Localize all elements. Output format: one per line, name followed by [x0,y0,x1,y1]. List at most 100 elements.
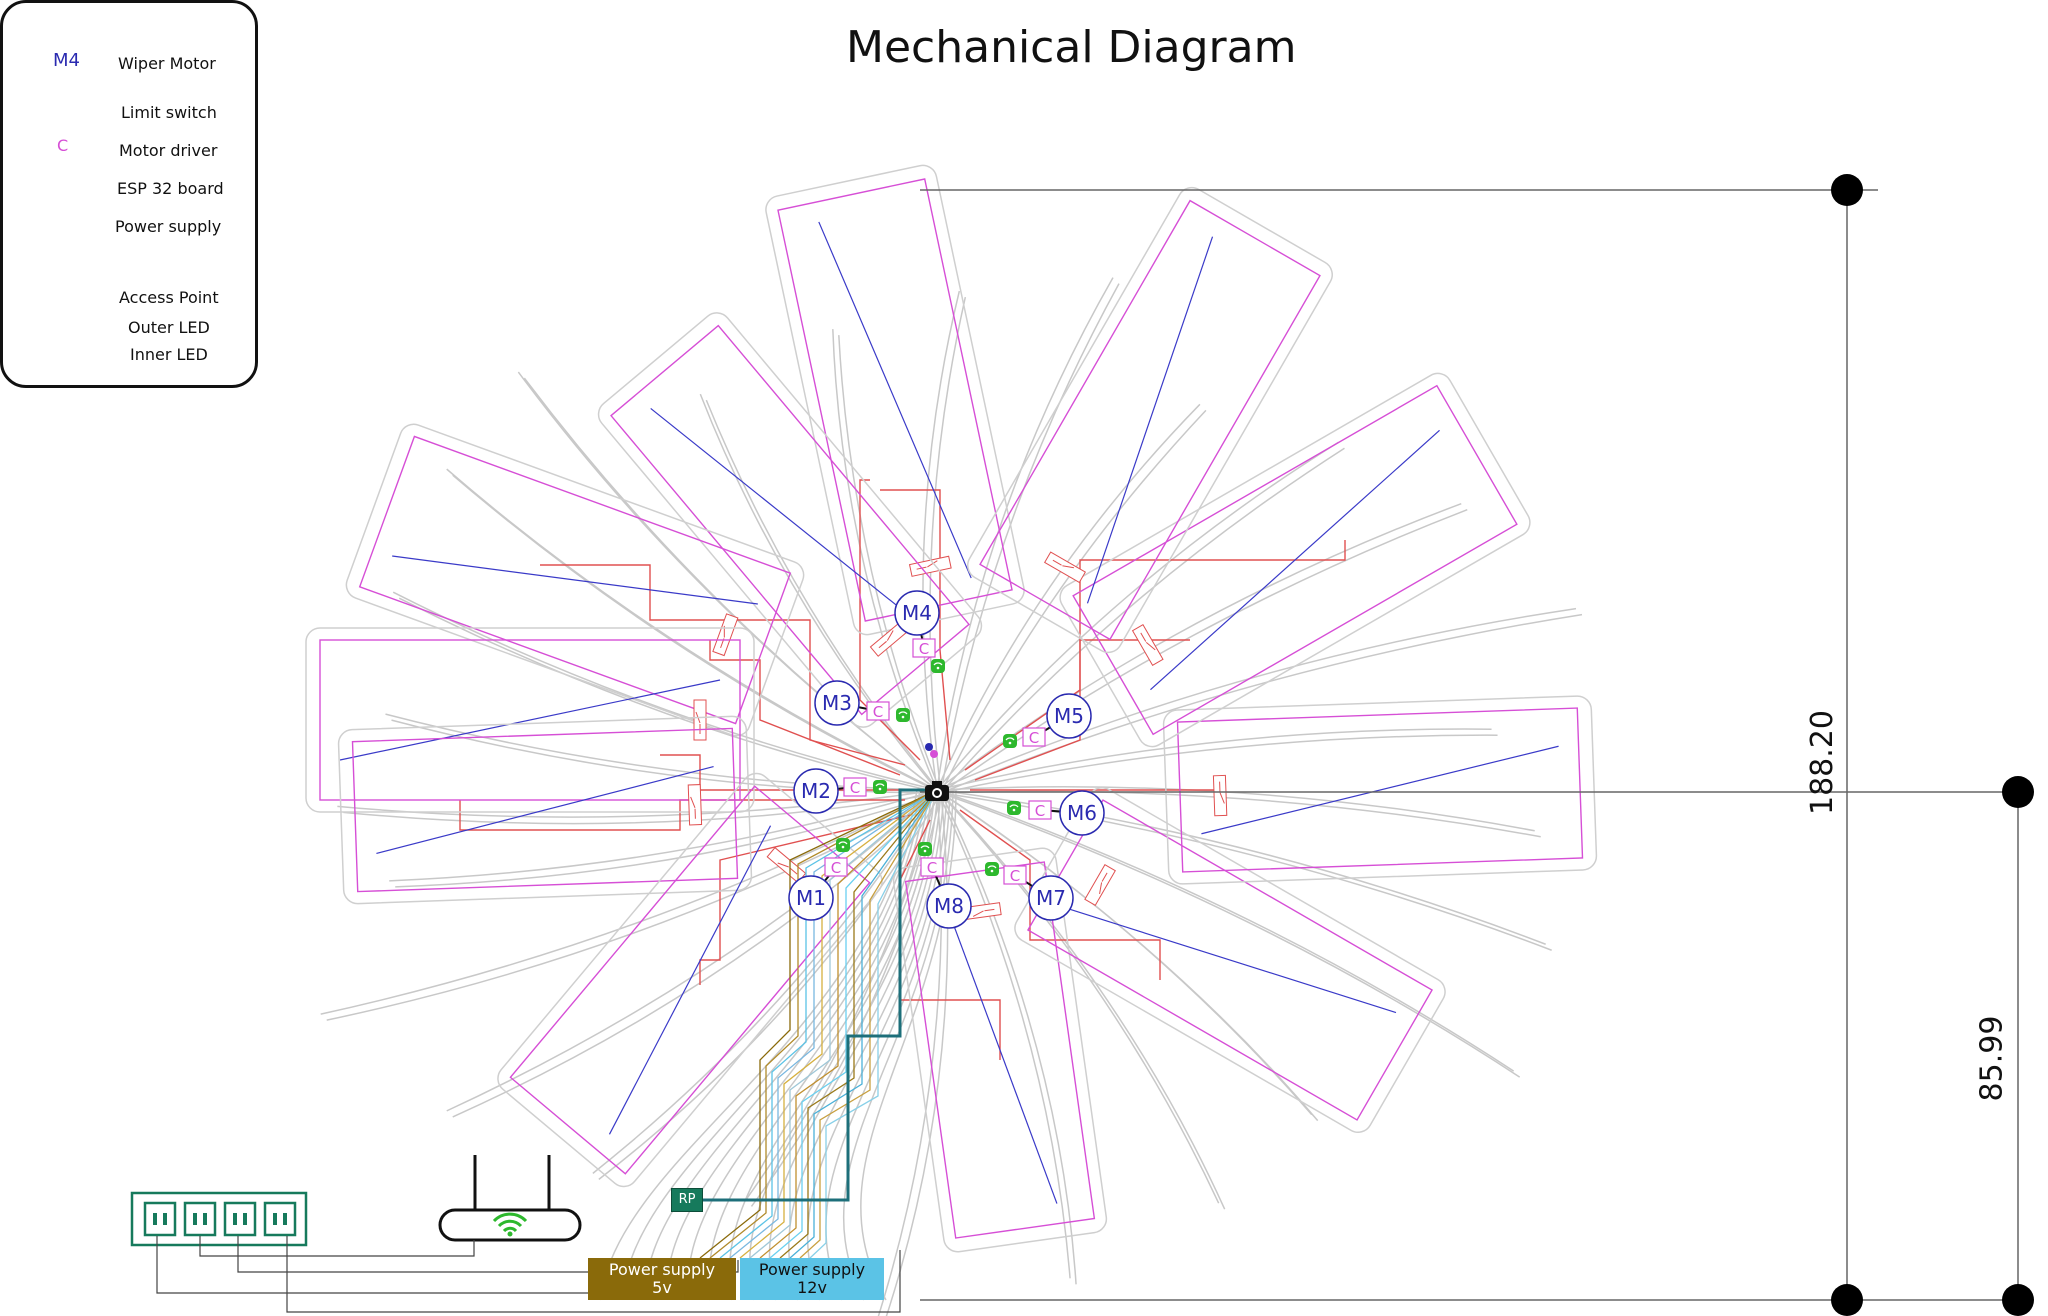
harness-wire [789,789,938,1259]
branch-line [922,290,961,791]
wiper-motor-m5: M5 [1046,693,1092,739]
motor-driver-icon: C [843,777,867,797]
driver-label: C [1035,802,1045,820]
tree-branches [320,277,1583,1316]
branch-line [936,728,1492,791]
wire [709,640,901,776]
wiper-motor-m1: M1 [788,875,834,921]
trunk-line [768,789,942,1301]
inner-led-strip [1086,236,1214,604]
wire [964,540,1346,771]
dimension-endpoint [2002,1284,2034,1316]
branch-line [936,403,1201,791]
dimension-label-lower: 85.99 [1974,1015,2010,1102]
harness-wire [769,789,938,1259]
branch-line [940,409,1207,794]
driver-label: C [831,859,841,877]
branch-line [936,789,1220,1204]
legend-label-wiper-motor: Wiper Motor [118,54,216,73]
driver-label: C [1029,729,1039,747]
rp-controller: RP [671,1188,703,1212]
harness-wire [809,789,938,1259]
driver-label: C [1010,867,1020,885]
inner-led-strip [1063,906,1397,1014]
petal [765,164,1025,636]
legend-motor-symbol: M4 [53,50,80,71]
inner-led-strip [392,555,758,605]
outer-led-strip [904,861,1096,1239]
driver-label: C [873,703,883,721]
legend-label-esp32: ESP 32 board [117,179,224,198]
legend-box: M4 Wiper Motor Limit switch C Motor driv… [0,0,258,388]
power-supply-12v: Power supply 12v [740,1258,884,1300]
wire [699,814,911,985]
outlet-wiring [156,1236,901,1313]
router-icon [438,1208,582,1242]
harness-wire [709,789,938,1259]
access-point-device [438,1155,582,1242]
outer-led-strip [979,199,1321,641]
branch-line [929,296,967,794]
motor-driver-icon: C [912,638,936,658]
petal [337,715,753,905]
branch-line [452,792,942,1118]
outer-led-strip [777,178,1013,622]
branch-line [940,734,1498,794]
harness-wire [779,789,938,1259]
wire [540,564,906,766]
wiper-motor-m3: M3 [814,680,860,726]
branch-line [940,792,1077,1285]
inner-led-strip [1201,745,1559,835]
branch-line [936,789,1515,1072]
driver-label: C [919,640,929,658]
trunk-line [621,789,921,1301]
esp32-icon [931,659,945,673]
power-supply-5v-voltage: 5v [652,1278,672,1297]
trunk-line [707,789,933,1301]
junction-node [930,750,938,758]
harness-wire [749,789,938,1259]
wiper-motor-m7: M7 [1028,875,1074,921]
petal [497,772,883,1188]
branch-line [940,613,1583,794]
harness-wire [699,789,938,1259]
wire [459,799,905,831]
legend-label-access-point: Access Point [119,288,219,307]
inner-led-strip [650,407,930,633]
petal [345,423,805,737]
outlet-icon [223,1201,257,1237]
inner-led-strip [942,896,1058,1204]
outlet-icon [263,1201,297,1237]
dimension-endpoints [1831,174,2034,1316]
petal [597,312,983,728]
dimension-endpoint [1831,174,1863,206]
branch-line [398,597,942,794]
branch-line [940,447,1345,794]
trunk-line [806,789,948,1301]
motor-label: M4 [902,601,932,625]
dimension-label-total: 188.20 [1804,710,1840,815]
junction-node [925,743,933,751]
motor-label: M1 [796,886,826,910]
legend-label-power-supply: Power supply [115,217,222,236]
motor-label: M8 [934,894,964,918]
branch-line [446,468,938,791]
esp32-icon [1003,734,1017,748]
limit-switch-icon [1131,623,1164,667]
branch-line [395,792,942,888]
motor-label: M6 [1067,801,1097,825]
branch-line [940,792,1521,1078]
petal [1059,372,1531,748]
motor-driver-icon: C [1028,800,1052,820]
branch-line [936,789,1313,1116]
branch-line [936,789,1071,1279]
dimension-endpoint [1831,1284,1863,1316]
outlet-icon [143,1201,177,1237]
branch-line [936,607,1577,791]
outer-led-strip [319,639,741,801]
motor-driver-icon: C [866,701,890,721]
power-supply-5v: Power supply 5v [588,1258,736,1300]
petal [967,186,1333,654]
outer-led-strip [610,324,970,716]
limit-switch-wiring [459,479,1346,1060]
